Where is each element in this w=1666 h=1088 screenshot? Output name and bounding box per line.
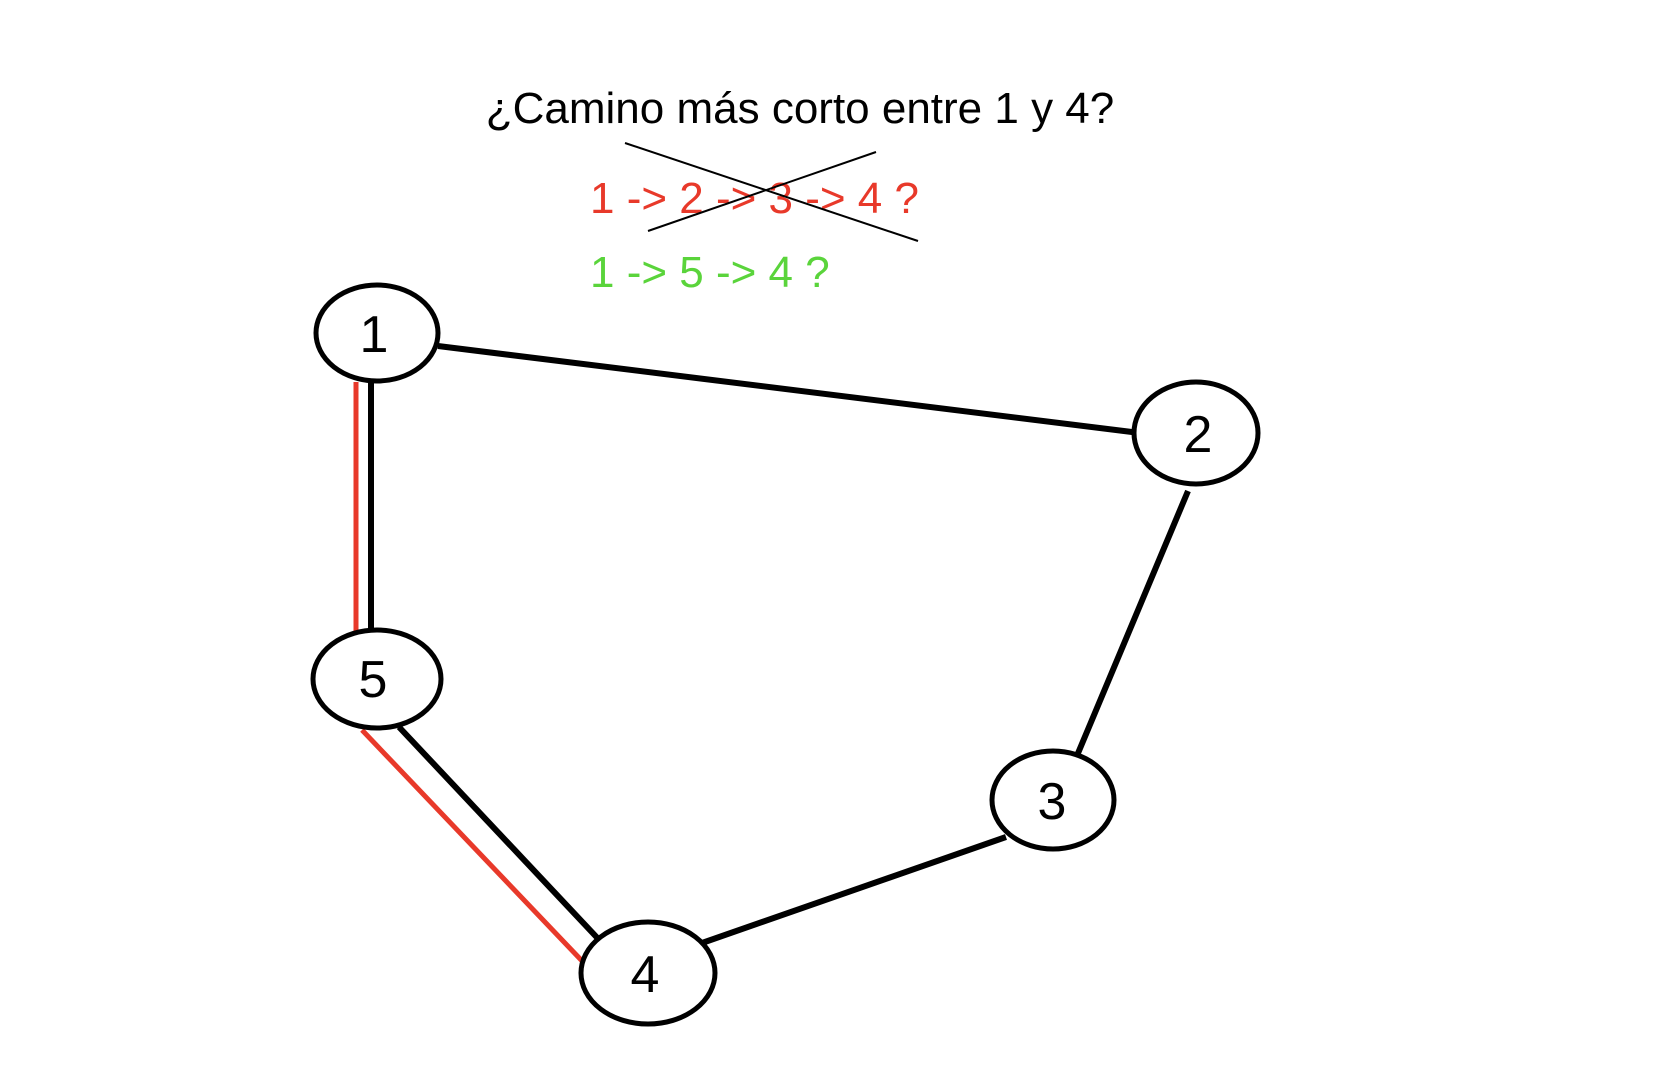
node-5-label: 5 [359, 651, 388, 709]
strike-line-down [624, 142, 919, 242]
node-3-label: 3 [1038, 773, 1067, 831]
edge-2-3 [1073, 489, 1191, 760]
strike-line-up [647, 151, 877, 232]
node-5: 5 [310, 627, 444, 731]
node-2: 2 [1131, 379, 1261, 487]
edge-1-2 [437, 343, 1141, 436]
node-3: 3 [989, 748, 1117, 852]
accepted-path-text: 1 -> 5 -> 4 ? [590, 248, 830, 297]
diagram-title: ¿Camino más corto entre 1 y 4? [486, 84, 1114, 133]
node-4-label: 4 [631, 946, 660, 1004]
edge-5-4-highlight [360, 728, 586, 965]
edge-5-4 [396, 724, 607, 948]
node-4: 4 [578, 919, 718, 1027]
node-1-label: 1 [360, 306, 389, 364]
node-2-label: 2 [1184, 406, 1213, 464]
edge-3-4 [701, 834, 1007, 946]
node-1: 1 [313, 282, 441, 384]
rejected-path-text: 1 -> 2 -> 3 -> 4 ? [590, 174, 919, 223]
